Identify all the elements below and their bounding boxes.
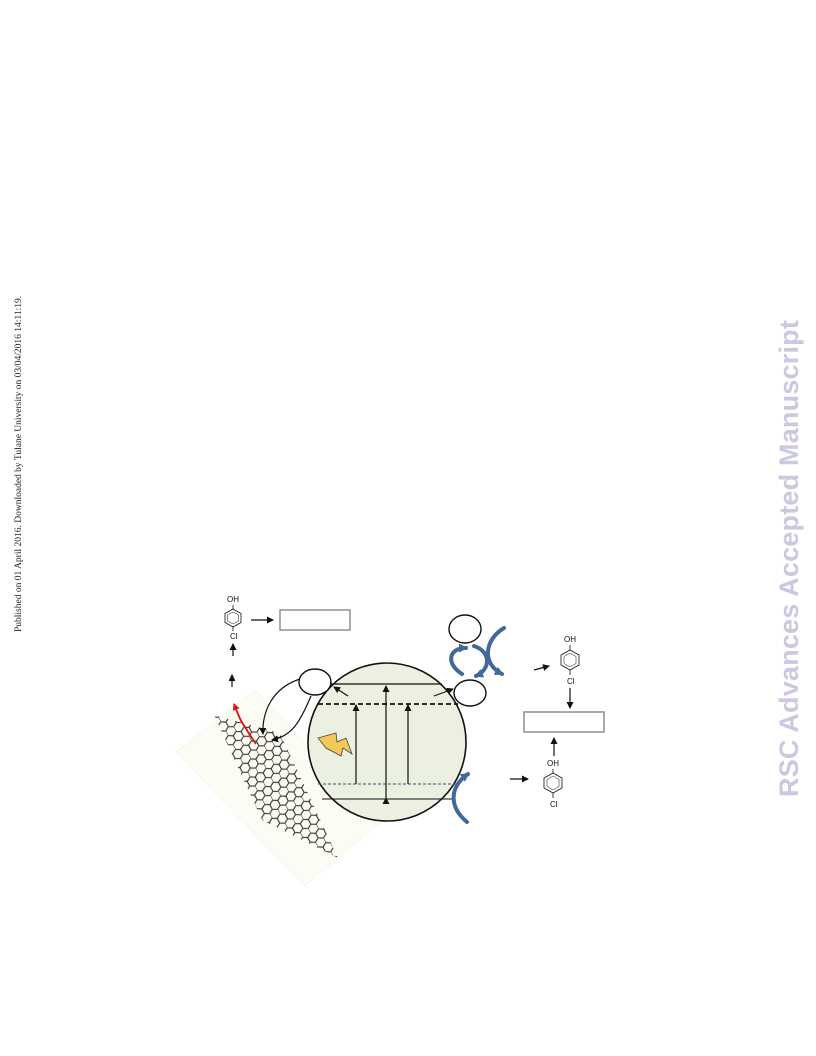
cycle-arrow-2	[472, 644, 489, 678]
chlorophenol-molecule-right-top: OH Cl	[560, 635, 580, 686]
product-box-right	[523, 711, 605, 733]
cycle-arrow-3	[486, 626, 506, 676]
species-circle-top	[448, 614, 482, 644]
chlorophenol-molecule-right-bottom: OH Cl	[543, 759, 563, 809]
arrow-to-left-circle	[333, 686, 349, 697]
graphene-sheet	[214, 715, 338, 858]
chloro-label: Cl	[550, 800, 558, 809]
species-circle-left	[298, 668, 332, 696]
chloro-label: Cl	[230, 632, 238, 641]
hydroxyl-label: OH	[564, 635, 576, 644]
cycle-arrow-1	[449, 643, 468, 676]
curve-arrow-outer	[259, 678, 301, 735]
arrow-to-right-top-mol	[533, 664, 550, 671]
chlorophenol-molecule-left: OH Cl	[224, 595, 242, 641]
lightning-bolt-icon	[317, 732, 353, 757]
chloro-label: Cl	[567, 677, 575, 686]
arrow-to-right-circle	[433, 687, 454, 697]
cycle-arrow-4	[451, 772, 470, 824]
hydroxyl-label: OH	[227, 595, 239, 604]
product-box-left	[279, 609, 351, 631]
electron-transfer-path	[232, 703, 257, 745]
species-circle-right	[453, 679, 487, 707]
hydroxyl-label: OH	[547, 759, 559, 768]
curve-arrow-inner	[271, 695, 312, 743]
